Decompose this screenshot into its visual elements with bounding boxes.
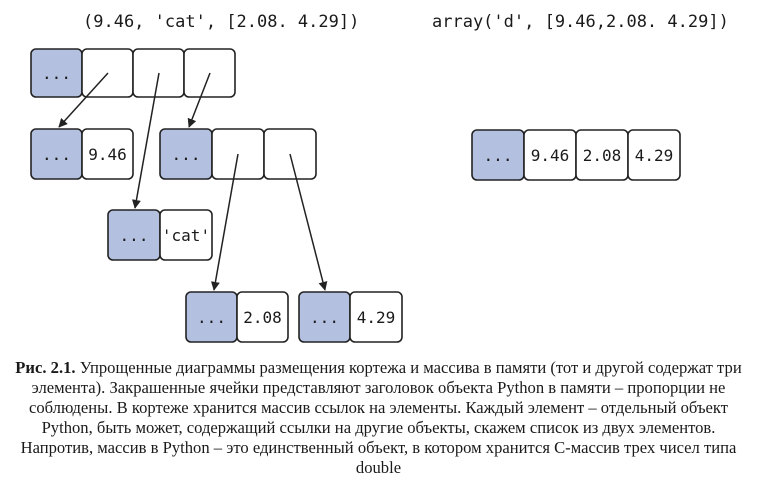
tuple-object: ... [30,48,236,98]
array-header-label: ... [484,146,513,165]
ref-arrow-to-float-208 [210,153,239,291]
str-cat-value-cell [159,209,213,261]
array-object: ... 9.46 2.08 4.29 [471,129,681,181]
float-208-value: 2.08 [243,308,282,327]
float-429-header-label: ... [310,308,339,327]
str-cat-value: 'cat' [162,226,210,245]
float-946-value: 9.46 [88,145,127,164]
float-object-946: ... 9.46 [30,128,134,180]
array-double-cell-3 [627,129,681,181]
figure-caption-text: Упрощенные диаграммы размещения кортежа … [20,358,742,477]
float-208-value-cell [236,291,289,343]
str-object-cat: ... 'cat' [107,209,213,261]
array-double-value-3: 4.29 [635,146,674,165]
float-429-value-cell [349,291,403,343]
float-208-header-label: ... [197,308,226,327]
list-header-label: ... [172,145,201,164]
figure-caption: Рис. 2.1. Упрощенные диаграммы размещени… [14,358,743,478]
float-object-429: ... 4.29 [298,291,403,343]
array-double-value-1: 9.46 [531,146,570,165]
ref-arrow-to-list [187,72,211,128]
float-429-value: 4.29 [357,308,396,327]
ref-arrow-to-float-946 [58,72,109,128]
figure-caption-label: Рис. 2.1. [15,358,76,377]
ref-arrow-to-str-cat [131,72,160,209]
tuple-literal: (9.46, 'cat', [2.08. 4.29]) [83,12,359,32]
array-literal: array('d', [9.46,2.08. 4.29]) [432,12,729,32]
float-946-header-label: ... [42,145,71,164]
str-cat-header-label: ... [120,226,149,245]
array-double-value-2: 2.08 [583,146,622,165]
ref-arrow-to-float-429 [289,153,328,291]
tuple-header-label: ... [42,64,71,83]
float-object-208: ... 2.08 [185,291,289,343]
memory-diagram: (9.46, 'cat', [2.08. 4.29]) array('d', [… [30,12,729,343]
float-946-value-cell [81,128,134,180]
